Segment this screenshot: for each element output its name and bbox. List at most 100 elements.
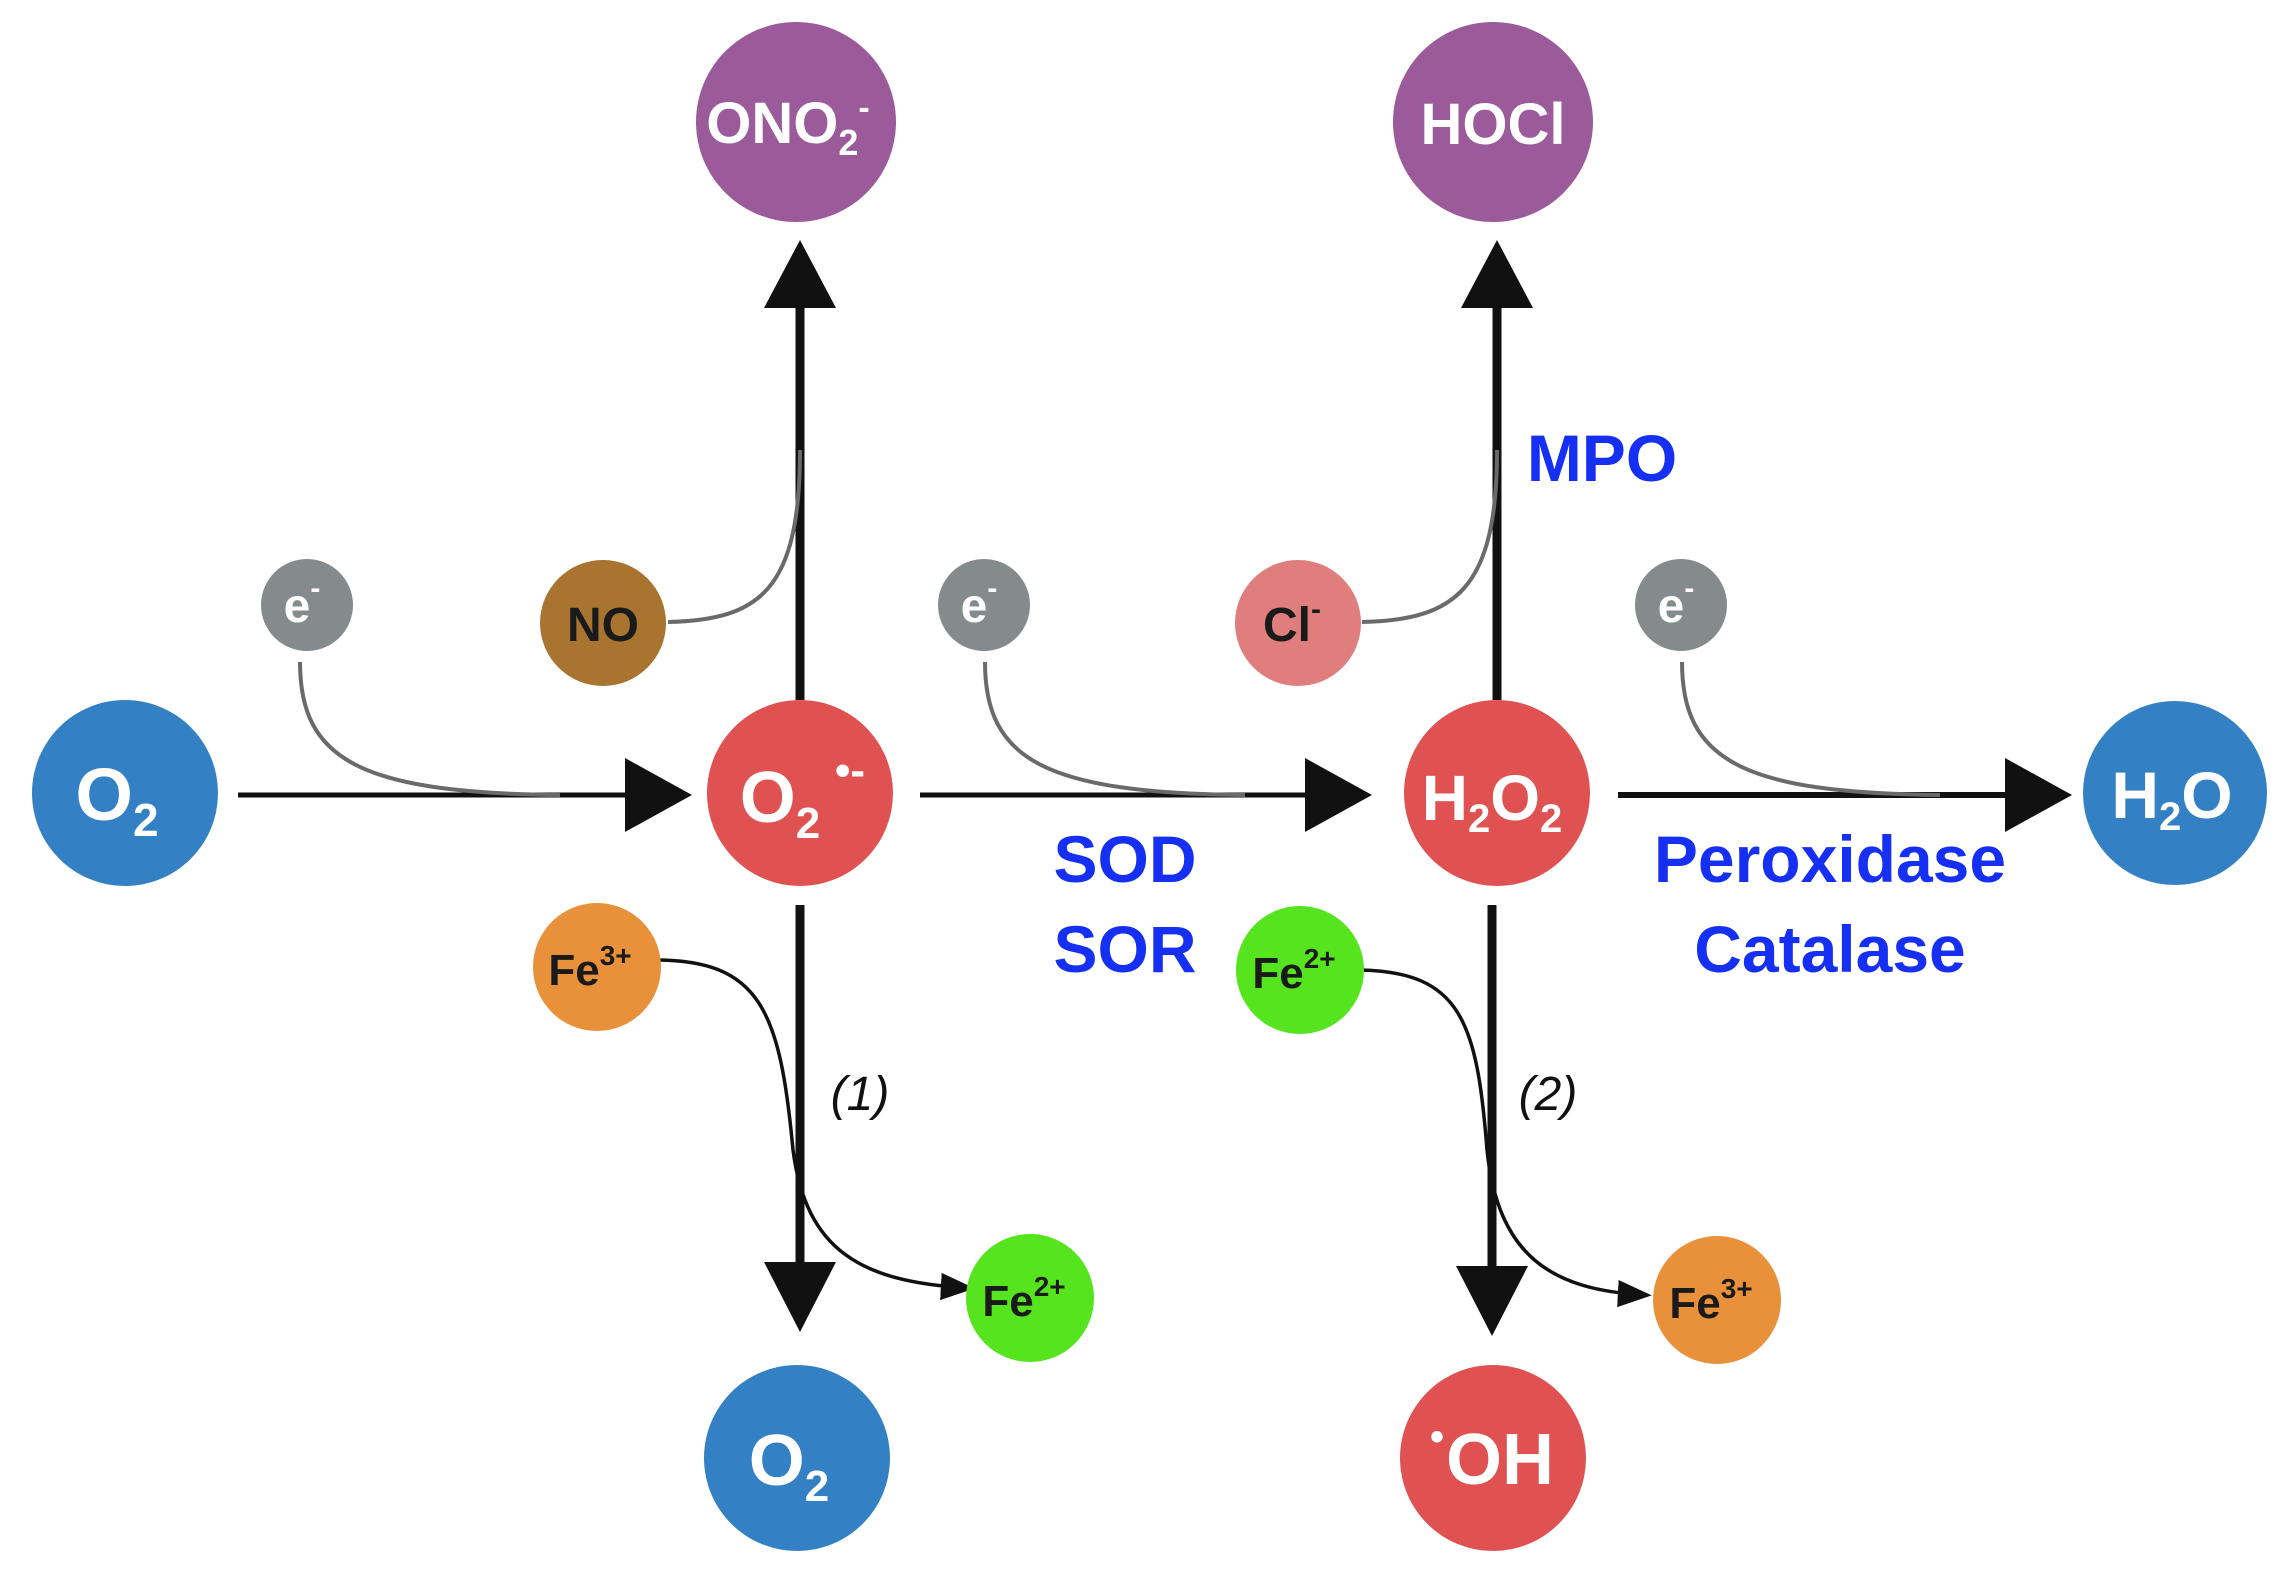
molecule-circle-icon — [1400, 1365, 1586, 1551]
species-chloride: Cl- — [1235, 560, 1361, 686]
fe3-left-charge: 3+ — [600, 940, 632, 971]
species-water: H2O — [2083, 701, 2267, 885]
species-nitric-oxide: NO — [540, 560, 666, 686]
peroxide-h: H — [1422, 762, 1468, 834]
fe3-right-product-charge: 3+ — [1721, 1273, 1753, 1304]
svg-text:H2O2: H2O2 — [1422, 762, 1563, 841]
electron-input-curve-2 — [983, 661, 1246, 797]
fe3-to-fe2-curve — [654, 958, 975, 1301]
electron-1-charge: - — [310, 572, 320, 605]
nitric-oxide-label: NO — [567, 599, 639, 652]
superoxide-radical-charge: •- — [835, 746, 865, 795]
hypochlorous-label: HOCl — [1421, 92, 1566, 157]
species-peroxynitrite: ONO2- — [696, 22, 896, 222]
enzyme-label-catalase: Catalase — [1694, 912, 1966, 986]
species-o2-start: O2 — [32, 700, 218, 886]
fe3-right-product-symbol: Fe — [1669, 1279, 1720, 1328]
electron-1: e- — [261, 559, 353, 651]
molecule-circle-icon — [1404, 700, 1590, 886]
electron-input-curve-1 — [298, 661, 561, 797]
species-hydroxyl-radical: • OH — [1400, 1365, 1586, 1551]
molecule-circle-icon — [704, 1365, 890, 1551]
up-arrow-peroxide-to-hypochlorous — [1461, 240, 1533, 700]
svg-text:e-: e- — [961, 572, 998, 633]
svg-text:Fe2+: Fe2+ — [982, 1271, 1065, 1326]
water-o: O — [2181, 758, 2232, 832]
hydroxyl-radical-dot: • — [1430, 1415, 1444, 1459]
species-fe2-right-reactant: Fe2+ — [1236, 906, 1364, 1034]
peroxide-o: O — [1490, 762, 1540, 834]
electron-circle-icon — [261, 559, 353, 651]
fe3-left-symbol: Fe — [548, 946, 599, 995]
species-fe3-left-reactant: Fe3+ — [533, 903, 661, 1031]
hydroxyl-label: OH — [1446, 1420, 1554, 1500]
molecule-circle-icon — [707, 700, 893, 886]
main-arrow-peroxide-to-water — [1618, 758, 2072, 832]
electron-2-charge: - — [987, 572, 997, 605]
chloride-input-curve — [1361, 449, 1499, 624]
water-h: H — [2111, 758, 2159, 832]
peroxynitrite-subscript: 2 — [838, 122, 858, 163]
species-o2-product: O2 — [704, 1365, 890, 1551]
o2-start-symbol: O — [75, 753, 133, 836]
electron-input-curve-3 — [1680, 661, 1941, 797]
down-arrow-peroxide-to-hydroxyl — [1456, 905, 1528, 1336]
molecule-circle-icon — [1653, 1236, 1781, 1364]
electron-3-charge: - — [1684, 572, 1694, 605]
down-arrow-superoxide-to-o2 — [764, 905, 836, 1332]
electron-2: e- — [938, 559, 1030, 651]
o2-start-subscript: 2 — [133, 794, 159, 846]
svg-text:Fe3+: Fe3+ — [548, 940, 631, 995]
enzyme-label-sod: SOD — [1053, 822, 1196, 896]
enzyme-label-peroxidase: Peroxidase — [1654, 822, 2006, 896]
step-label-1: (1) — [831, 1068, 890, 1121]
step-label-2: (2) — [1519, 1068, 1578, 1121]
molecule-circle-icon — [1236, 906, 1364, 1034]
fe2-right-symbol: Fe — [1252, 949, 1303, 998]
molecule-circle-icon — [32, 700, 218, 886]
svg-text:Cl-: Cl- — [1263, 593, 1321, 652]
molecule-circle-icon — [1393, 22, 1593, 222]
svg-text:O2: O2 — [75, 753, 158, 846]
chloride-symbol: Cl — [1263, 599, 1311, 652]
molecule-circle-icon — [1235, 560, 1361, 686]
peroxynitrite-charge: - — [858, 89, 869, 127]
species-hydrogen-peroxide: H2O2 — [1404, 700, 1590, 886]
enzyme-label-sor: SOR — [1053, 912, 1196, 986]
svg-text:e-: e- — [1658, 572, 1695, 633]
molecule-circle-icon — [966, 1234, 1094, 1362]
superoxide-subscript: 2 — [796, 799, 820, 848]
svg-text:O2: O2 — [749, 1421, 830, 1511]
peroxynitrite-symbol: ONO — [706, 91, 838, 156]
svg-text:ONO2-: ONO2- — [706, 89, 869, 163]
electron-circle-icon — [938, 559, 1030, 651]
species-hypochlorous-acid: HOCl — [1393, 22, 1593, 222]
species-fe3-right-product: Fe3+ — [1653, 1236, 1781, 1364]
svg-text:e-: e- — [284, 572, 321, 633]
svg-text:H2O: H2O — [2111, 758, 2232, 839]
no-input-curve — [667, 449, 802, 624]
peroxide-o-subscript: 2 — [1540, 797, 1562, 841]
fe2-to-fe3-curve — [1359, 968, 1652, 1308]
main-arrow-superoxide-to-peroxide — [920, 758, 1372, 832]
molecule-circle-icon — [2083, 701, 2267, 885]
fe2-left-product-charge: 2+ — [1034, 1271, 1066, 1302]
fe2-right-charge: 2+ — [1304, 943, 1336, 974]
superoxide-symbol: O — [740, 758, 796, 838]
electron-2-symbol: e — [961, 580, 988, 633]
electron-1-symbol: e — [284, 580, 311, 633]
main-arrow-o2-to-superoxide — [238, 758, 692, 832]
svg-text:Fe2+: Fe2+ — [1252, 943, 1335, 998]
svg-text:Fe3+: Fe3+ — [1669, 1273, 1752, 1328]
water-h-subscript: 2 — [2159, 795, 2181, 839]
species-superoxide: O2 •- — [707, 700, 893, 886]
o2-product-symbol: O — [749, 1421, 805, 1501]
o2-product-subscript: 2 — [805, 1462, 829, 1511]
electron-3: e- — [1635, 559, 1727, 651]
electron-circle-icon — [1635, 559, 1727, 651]
molecule-circle-icon — [540, 560, 666, 686]
up-arrow-superoxide-to-peroxynitrite — [764, 240, 836, 700]
molecule-circle-icon — [696, 22, 896, 222]
enzyme-label-mpo: MPO — [1527, 421, 1677, 495]
